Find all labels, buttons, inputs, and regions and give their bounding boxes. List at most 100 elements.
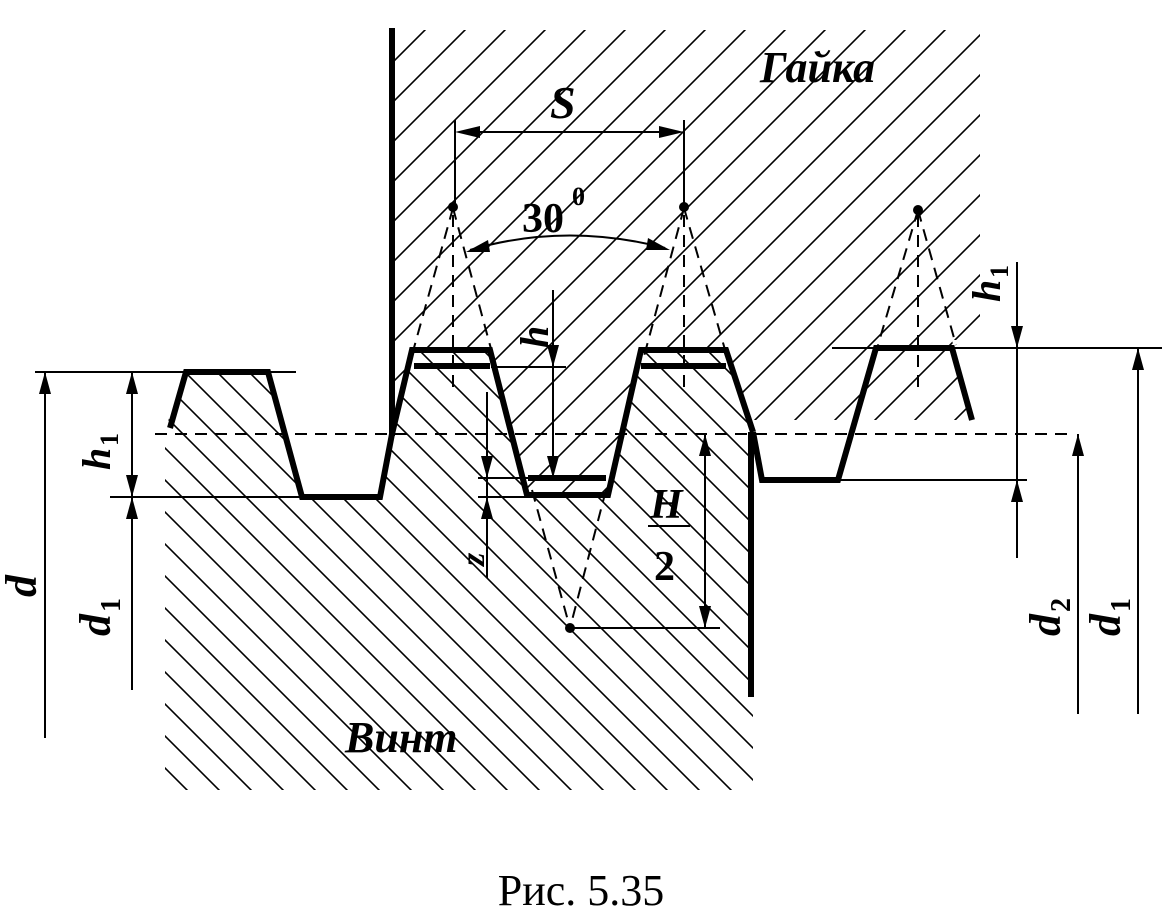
arrowhead (547, 456, 559, 478)
hatch-line (594, 30, 980, 495)
hatch-line (165, 350, 225, 790)
arrowhead (1072, 434, 1084, 456)
pitch-label: S (550, 77, 576, 128)
hatch-line (376, 350, 753, 790)
sharp-profile-line (642, 207, 685, 361)
hatch-line (392, 30, 591, 495)
hatch-line (165, 350, 513, 790)
hatch-line (392, 30, 671, 495)
apex-point (565, 623, 575, 633)
h1-left-label: h (74, 448, 119, 470)
arrowhead (39, 372, 51, 394)
arrowhead (699, 606, 711, 628)
d1-right-label: d (1081, 613, 1130, 636)
d2-sub: 2 (1046, 598, 1077, 612)
hatch-line (953, 340, 1162, 795)
arrowhead (1011, 480, 1023, 502)
hatch-line (392, 30, 751, 495)
hatch-line (1075, 25, 1162, 500)
hatch-line (344, 350, 753, 790)
arrowhead (1132, 348, 1144, 370)
arrowhead (1011, 326, 1023, 348)
sharp-profile-line (409, 207, 454, 363)
apex-point (679, 202, 689, 212)
d-label: d (0, 574, 46, 597)
hatch-line (834, 30, 980, 495)
arrowhead (126, 497, 138, 519)
angle-degree: 0 (572, 182, 585, 211)
hatch-line (165, 350, 545, 790)
hatch-line (793, 340, 1162, 795)
hatch-line (985, 340, 1162, 795)
arrowhead (659, 126, 684, 138)
arrowhead (699, 434, 711, 456)
hatch-line (165, 350, 321, 790)
right-thread-profile (750, 345, 975, 483)
hatch-line (921, 340, 1162, 795)
sharp-profile-line (531, 489, 571, 629)
hatch-line (165, 350, 353, 790)
H-label: H (649, 482, 684, 528)
hatch-line (728, 350, 753, 790)
hatch-line (392, 30, 711, 495)
hatch-line (0, 25, 390, 500)
hatch-line (0, 340, 160, 795)
angle-value: 30 (522, 196, 564, 242)
apex-point (913, 205, 923, 215)
d1-left-label: d (71, 613, 120, 636)
hatch-line (165, 350, 577, 790)
hatch-line (825, 340, 1162, 795)
hatch-line (392, 30, 431, 495)
sharp-profile-line (452, 207, 495, 361)
hatch-line (165, 350, 257, 790)
hatch-line (761, 340, 1162, 795)
arrowhead (646, 238, 670, 250)
hatch-line (1145, 340, 1162, 795)
hatch-line (995, 25, 1162, 500)
arrowhead (466, 240, 490, 252)
hatch-line (634, 30, 980, 495)
hatch-line (165, 350, 609, 790)
hatch-line (1017, 340, 1162, 795)
arrowhead (126, 475, 138, 497)
hatch-line (514, 30, 980, 495)
H-denominator: 2 (654, 544, 675, 590)
d1-left-sub: 1 (96, 598, 127, 612)
hatch-line (714, 30, 980, 495)
hatch-line (165, 350, 449, 790)
hatch-line (408, 350, 753, 790)
hatch-line (474, 30, 951, 495)
angle-arc (469, 234, 666, 251)
hatch-line (857, 340, 1162, 795)
hatch-line (568, 350, 753, 790)
hatch-line (165, 350, 385, 790)
h1-left-sub: 1 (95, 433, 124, 446)
hatch-line (392, 30, 471, 495)
arrowhead (481, 456, 493, 478)
d2-label: d (1021, 613, 1070, 636)
hatch-line (1035, 25, 1162, 500)
h1-right-sub: 1 (985, 265, 1014, 278)
hatch-line (184, 350, 641, 790)
nut-label: Гайка (759, 43, 875, 92)
sharp-profile-line (569, 489, 607, 629)
h-label: h (512, 326, 557, 348)
hatch-line (165, 350, 417, 790)
hatch-line (1155, 25, 1162, 500)
screw-label: Винт (344, 713, 457, 762)
hatch-line (165, 350, 481, 790)
figure-caption: Рис. 5.35 (498, 866, 665, 915)
hatch-line (165, 350, 193, 790)
hatch-line (889, 340, 1162, 795)
hatch-line (664, 350, 753, 790)
hatch-line (1049, 340, 1162, 795)
arrowhead (547, 345, 559, 367)
hatch-line (1081, 340, 1162, 795)
sharp-profile-line (877, 209, 919, 346)
h1-right-label: h (964, 280, 1009, 302)
hatch-line (600, 350, 753, 790)
hatch-line (392, 30, 551, 495)
hatch-line (434, 30, 911, 495)
sharp-profile-line (683, 207, 729, 361)
